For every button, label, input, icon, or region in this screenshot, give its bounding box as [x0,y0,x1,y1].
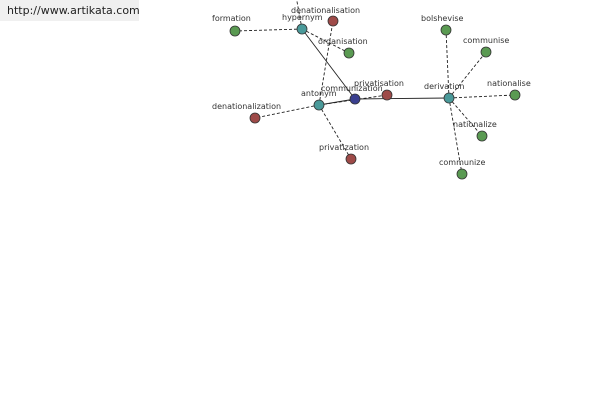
node-label-communize: communize [439,158,485,167]
node-label-nationalize: nationalize [453,120,497,129]
nodes-layer: communization hypernym antonym derivation fo… [212,6,531,180]
edge-derivation-nationalise [448,94,516,99]
node-label-privatisation: privatisation [354,79,404,88]
edge-derivation-bolshevise [445,29,450,99]
node-formation[interactable]: formation [212,14,251,37]
node-dot-derivation[interactable] [443,92,455,104]
node-nationalize[interactable]: nationalize [453,120,497,142]
edge-antonym-denationalization [254,104,320,119]
node-dot-nationalize[interactable] [476,130,488,142]
node-dot-formation[interactable] [229,25,241,37]
node-dot-bolshevise[interactable] [440,24,452,36]
node-communize[interactable]: communize [439,158,485,180]
node-dot-communize[interactable] [456,168,468,180]
site-link[interactable]: http://www.artikata.com [0,0,140,21]
node-dot-communise[interactable] [480,46,492,58]
node-dot-organisation[interactable] [343,47,355,59]
node-dot-communization[interactable] [349,93,361,105]
node-communise[interactable]: communise [463,36,509,58]
edge-communization-hypernym [301,28,356,100]
node-label-bolshevise: bolshevise [421,14,463,23]
edge-hypernym-organisation [301,28,350,54]
node-label-communization: communization [321,84,383,93]
node-dot-antonym[interactable] [313,99,325,111]
node-label-privatization: privatization [319,143,369,152]
node-hypernym[interactable]: hypernym [282,13,323,35]
edge-hypernym-formation [234,28,303,32]
node-denationalisation[interactable]: denationalisation [291,6,360,27]
edge-hypernym-offscreen-top [296,0,303,30]
node-label-hypernym: hypernym [282,13,323,22]
node-derivation[interactable]: derivation [424,82,464,104]
node-dot-hypernym[interactable] [296,23,308,35]
node-dot-denationalisation[interactable] [327,15,339,27]
node-label-antonym: antonym [301,89,337,98]
node-organisation[interactable]: organisation [318,37,368,59]
node-privatization[interactable]: privatization [319,143,369,165]
node-label-denationalization: denationalization [212,102,281,111]
node-communization[interactable]: communization [321,84,383,105]
edge-derivation-communize [448,97,463,175]
node-label-denationalisation: denationalisation [291,6,360,15]
node-dot-privatization[interactable] [345,153,357,165]
node-dot-privatisation[interactable] [381,89,393,101]
node-antonym[interactable]: antonym [301,89,337,111]
node-label-nationalise: nationalise [487,79,531,88]
node-dot-denationalization[interactable] [249,112,261,124]
node-label-formation: formation [212,14,251,23]
edge-antonym-privatization [318,104,352,160]
node-nationalise[interactable]: nationalise [487,79,531,101]
edge-derivation-nationalize [448,97,483,137]
node-denationalization[interactable]: denationalization [212,102,281,124]
edge-communization-derivation [354,97,450,100]
node-label-communise: communise [463,36,509,45]
node-label-derivation: derivation [424,82,464,91]
node-dot-nationalise[interactable] [509,89,521,101]
edge-antonym-privatisation [318,94,388,106]
node-bolshevise[interactable]: bolshevise [421,14,463,36]
edges-layer [234,0,516,175]
edge-derivation-communise [448,51,487,99]
node-label-organisation: organisation [318,37,368,46]
node-privatisation[interactable]: privatisation [354,79,404,101]
edge-antonym-denationalisation [318,20,334,106]
